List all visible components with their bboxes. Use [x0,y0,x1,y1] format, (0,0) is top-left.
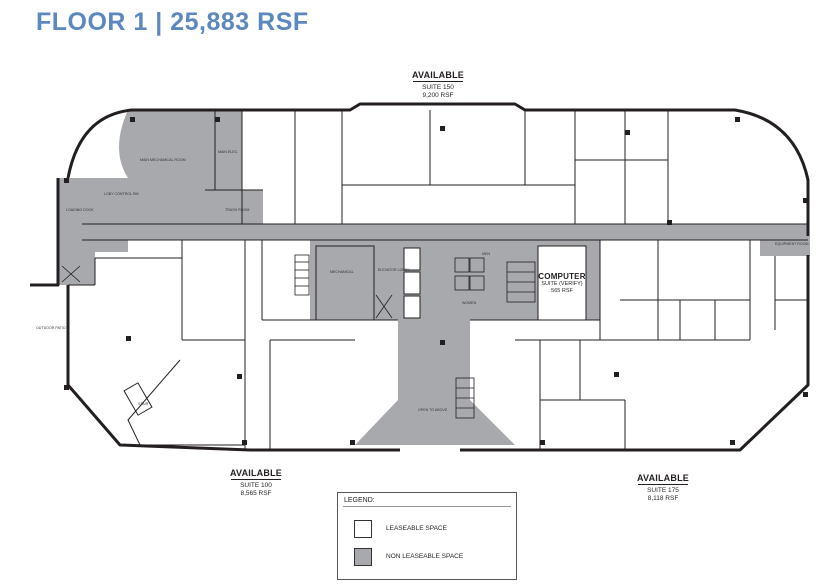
open-to-above-label: OPEN TO ABOVE [418,408,448,412]
stairs [61,254,536,419]
computer-room [537,245,587,321]
elevator-4 [469,275,485,291]
stair-label: STAIR [138,402,149,406]
leaseable-label: LEASEABLE SPACE [386,525,447,532]
closet-c [403,295,421,319]
women-label: WOMEN [462,301,477,305]
page-title: FLOOR 1 | 25,883 RSF [36,8,309,36]
suite-150-status: AVAILABLE [412,70,464,80]
north-wall [66,102,810,236]
leaseable-swatch [354,520,372,538]
suite-100-area: 8,565 RSF [240,489,272,497]
men-label: MEN [482,252,490,256]
suite-150-name: SUITE 150 [422,84,454,92]
columns [64,117,808,445]
central-lobby-area [355,320,515,445]
suite-100-name: SUITE 100 [240,482,272,490]
mechanical-label: MECHANICAL [330,270,354,274]
mechanical-core-room [315,245,375,321]
closet-a [403,247,421,271]
loading-dock-label: LOADING DOCK [66,208,94,212]
stair-west [294,254,310,296]
elevator-2 [469,257,485,273]
east-corridor-area [760,236,810,256]
outdoor-patio-label: OUTDOOR PATIO [36,326,66,330]
suite-175-area: 8,118 RSF [647,494,679,502]
computer-suite: SUITE (VERIFY) [541,281,583,288]
non-leaseable-swatch [354,548,372,566]
loby-control-label: LOBY CONTROL RM [104,192,139,196]
computer-suite-label: COMPUTER SUITE (VERIFY) 565 RSF [532,272,592,294]
computer-area: 565 RSF [551,287,573,294]
suite-175-label: AVAILABLE SUITE 175 8,118 RSF [633,473,693,502]
core-rooms [315,245,587,321]
suite-100-label: AVAILABLE SUITE 100 8,565 RSF [226,468,286,497]
interior-walls [68,110,808,450]
suite-150-label: AVAILABLE SUITE 150 9,200 RSF [408,70,468,99]
elevator-1 [454,257,470,273]
main-mechanical-label: MAIN MECHANICAL ROOM [140,158,186,162]
legend: LEGEND: LEASEABLE SPACE NON LEASEABLE SP… [337,492,517,580]
main-elec-label: MAIN ELEC. [218,150,239,154]
south-wall [66,350,640,452]
main-corridor-area [82,224,808,240]
east-wall [640,255,810,452]
building-walls [30,102,810,452]
equipment-label: EQUIPMENT ROOM [775,242,809,246]
trash-area [205,190,263,226]
suite-100-status: AVAILABLE [230,468,282,478]
suite-175-name: SUITE 175 [647,487,679,495]
non-leaseable-label: NON LEASEABLE SPACE [386,553,464,560]
suite-175-status: AVAILABLE [637,473,689,483]
trash-label: TRASH ROOM [225,208,250,212]
west-wall [30,178,60,287]
closet-b [403,271,421,295]
legend-title: LEGEND: [344,497,375,504]
computer-name: COMPUTER [538,272,586,281]
elevator-lobby-label: ELEVATOR LOBBY [378,268,410,272]
suite-150-area: 9,200 RSF [422,91,454,99]
elevator-3 [454,275,470,291]
